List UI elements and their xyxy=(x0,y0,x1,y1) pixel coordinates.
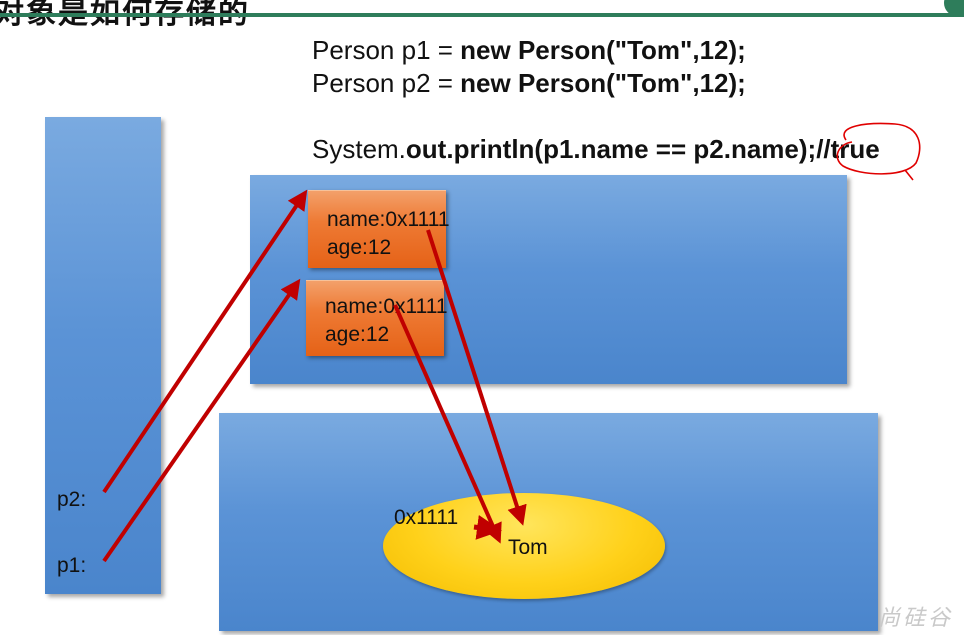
code-line-3-plain: System. xyxy=(312,134,406,164)
heap-object-2: name:0x1111 age:12 xyxy=(306,280,448,356)
stack-var-p2: p2: xyxy=(57,488,87,511)
logo-badge-icon xyxy=(944,0,964,16)
string-value-label: Tom xyxy=(508,536,548,559)
heap-object-1-age: age:12 xyxy=(327,236,392,259)
stack-panel xyxy=(45,117,161,594)
title-underline xyxy=(0,13,964,17)
heap-object-2-age: age:12 xyxy=(325,323,390,346)
code-line-1-plain: Person p1 = xyxy=(312,35,461,65)
string-address-label: 0x1111 xyxy=(394,506,459,529)
watermark-logo: 尚硅谷 xyxy=(878,606,954,631)
stack-var-p1: p1: xyxy=(57,554,87,577)
code-line-2-bold: new Person("Tom",12); xyxy=(460,68,746,98)
code-line-3-bold: out.println(p1.name == p2.name);//true xyxy=(405,134,880,164)
heap-object-1-name: name:0x1111 xyxy=(327,208,450,231)
code-line-1: Person p1 = new Person("Tom",12); xyxy=(312,35,746,66)
code-line-2-plain: Person p2 = xyxy=(312,68,461,98)
code-line-2: Person p2 = new Person("Tom",12); xyxy=(312,68,746,99)
heap-object-2-name: name:0x1111 xyxy=(325,295,448,318)
code-line-3: System.out.println(p1.name == p2.name);/… xyxy=(312,134,880,165)
heap-object-1: name:0x1111 age:12 xyxy=(308,190,450,268)
code-line-1-bold: new Person("Tom",12); xyxy=(460,35,746,65)
